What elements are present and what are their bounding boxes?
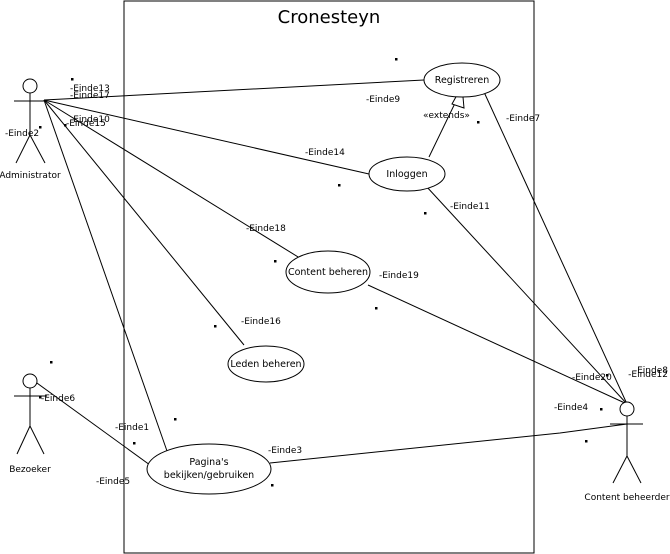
use-case-label: Inloggen [386, 169, 427, 180]
end-label-8: -Einde8 [634, 366, 668, 376]
end-label-1: -Einde1 [115, 423, 149, 433]
actor-bezoeker [14, 373, 47, 455]
use-case-label: Registreren [435, 75, 489, 86]
assoc-admin-paginas [43, 99, 168, 452]
use-case-label-line2: bekijken/gebruiken [164, 470, 254, 481]
system-boundary [123, 0, 535, 554]
marker-dots [39, 58, 609, 487]
end-label-19: -Einde19 [379, 271, 419, 281]
end-labels: -Einde13 -Einde17 -Einde10 -Einde15 -Ein… [5, 84, 668, 487]
end-label-2: -Einde2 [5, 129, 39, 139]
assoc-cb-paginas [269, 423, 628, 464]
end-label-5: -Einde5 [96, 477, 130, 487]
actor-content-beheerder [610, 401, 643, 484]
assoc-bezoeker-paginas [29, 377, 162, 474]
end-label-6: -Einde6 [41, 394, 75, 404]
extends-stereotype: «extends» [423, 111, 470, 121]
use-case-paginas-bekijken: Pagina's bekijken/gebruiken [146, 443, 272, 495]
end-label-14: -Einde14 [305, 148, 345, 158]
end-label-20: -Einde20 [572, 373, 612, 383]
actor-administrator [14, 78, 47, 164]
end-label-4: -Einde4 [554, 403, 588, 413]
end-label-15: -Einde15 [66, 119, 106, 129]
actor-bezoeker-label: Bezoeker [9, 465, 51, 475]
use-case-label: Content beheren [288, 267, 368, 278]
end-label-17: -Einde17 [70, 91, 110, 101]
use-case-label-line1: Pagina's [189, 457, 228, 468]
use-case-inloggen: Inloggen [368, 156, 446, 192]
end-label-18: -Einde18 [246, 224, 286, 234]
system-title: Cronesteyn [278, 7, 381, 28]
use-case-leden-beheren: Leden beheren [227, 345, 305, 383]
assoc-admin-leden-beheren [43, 99, 245, 346]
use-case-content-beheren: Content beheren [285, 250, 371, 294]
end-label-10: -Einde10 [70, 115, 110, 125]
end-label-16: -Einde16 [241, 317, 281, 327]
use-case-registreren: Registreren [423, 62, 501, 98]
associations [29, 79, 628, 474]
end-label-12: -Einde12 [628, 370, 668, 380]
end-label-7: -Einde7 [506, 114, 540, 124]
use-case-label: Leden beheren [230, 359, 301, 370]
assoc-admin-content-beheren [43, 99, 304, 261]
actor-administrator-label: Administrator [0, 171, 61, 181]
end-label-11: -Einde11 [450, 202, 490, 212]
assoc-admin-registreren [43, 79, 425, 101]
assoc-admin-inloggen [43, 99, 370, 175]
end-label-9: -Einde9 [366, 95, 400, 105]
end-label-13: -Einde13 [70, 84, 110, 94]
actor-content-beheerder-label: Content beheerder [584, 493, 669, 503]
assoc-cb-inloggen [425, 185, 628, 405]
assoc-cb-content-beheren [367, 284, 628, 405]
assoc-cb-registreren [483, 91, 628, 405]
end-label-3: -Einde3 [268, 446, 302, 456]
extends-line [428, 96, 459, 158]
